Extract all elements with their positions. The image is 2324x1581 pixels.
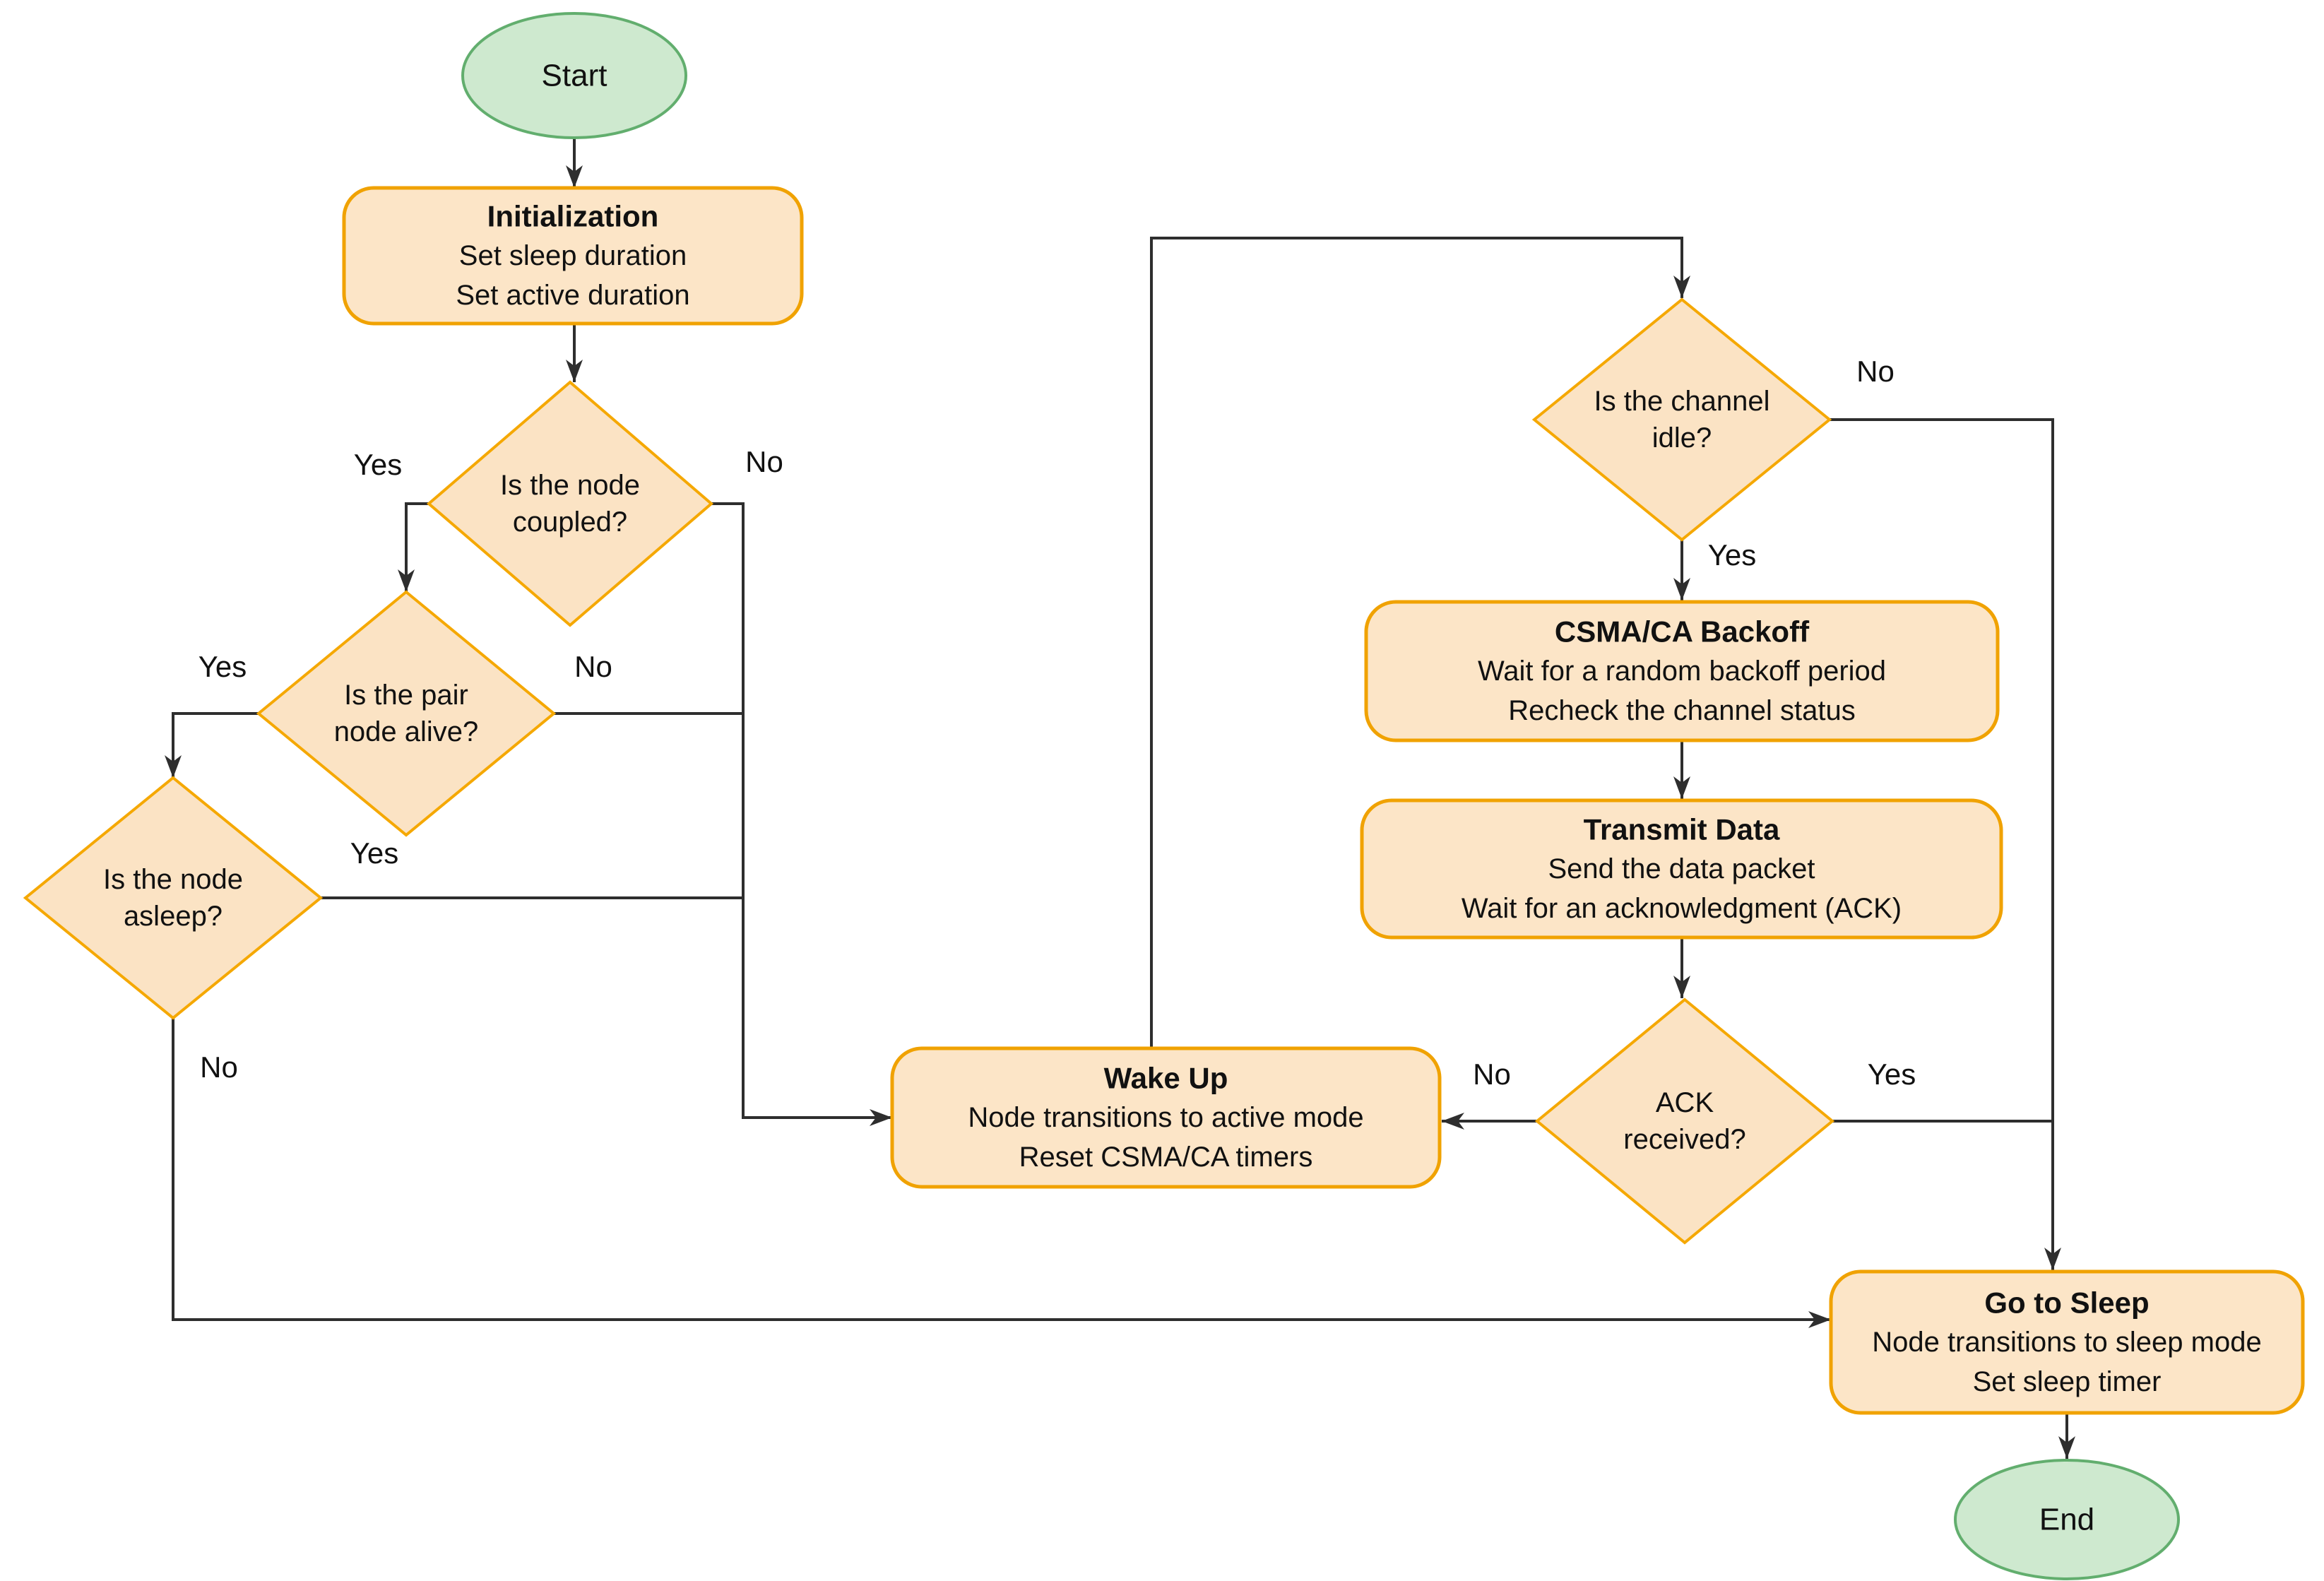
node-is-node-asleep: Is the node asleep? xyxy=(23,776,324,1020)
node-start: Start xyxy=(461,12,687,139)
go-to-sleep-label-line-0: Go to Sleep xyxy=(1984,1286,2149,1320)
initialization-label-line-2: Set active duration xyxy=(456,280,689,311)
go-to-sleep-label-line-2: Set sleep timer xyxy=(1973,1366,2162,1397)
csma-ca-backoff-label-line-0: CSMA/CA Backoff xyxy=(1555,615,1810,649)
edge-label-coupled-no-to-wakeup: No xyxy=(745,445,783,478)
transmit-data-label-line-2: Wait for an acknowledgment (ACK) xyxy=(1462,893,1902,924)
transmit-data-shape xyxy=(1360,798,2003,940)
is-pair-node-alive-label-line-0: Is the pair xyxy=(344,680,468,711)
edge-coupled-yes-to-pair xyxy=(398,502,429,592)
is-channel-idle-label-line-1: idle? xyxy=(1652,422,1712,454)
initialization-label-line-0: Initialization xyxy=(487,200,659,233)
transmit-data-label-line-1: Send the data packet xyxy=(1548,853,1815,884)
is-node-coupled-label-line-0: Is the node xyxy=(500,470,640,501)
edge-asleep-no-to-sleep xyxy=(172,1018,1831,1328)
node-ack-received: ACK received? xyxy=(1534,997,1835,1245)
is-pair-node-alive-label-line-1: node alive? xyxy=(334,716,479,747)
is-channel-idle-shape xyxy=(1531,297,1832,542)
is-node-asleep-label-line-0: Is the node xyxy=(103,864,243,895)
edge-wakeup-loop-to-channel xyxy=(1150,237,1690,1048)
start-label-line-0: Start xyxy=(542,59,607,93)
edge-label-ack-no-to-wakeup: No xyxy=(1473,1058,1511,1091)
wake-up-shape xyxy=(890,1046,1442,1189)
go-to-sleep-shape xyxy=(1829,1269,2305,1415)
csma-ca-backoff-label-line-2: Recheck the channel status xyxy=(1508,695,1855,726)
end-label-line-0: End xyxy=(2039,1503,2094,1537)
edge-label-channel-yes-to-backoff: Yes xyxy=(1708,538,1757,572)
node-is-pair-node-alive: Is the pair node alive? xyxy=(256,590,557,837)
go-to-sleep-label-line-1: Node transitions to sleep mode xyxy=(1872,1327,2261,1358)
initialization-shape xyxy=(342,186,804,326)
transmit-data-label-line-0: Transmit Data xyxy=(1584,813,1780,846)
end-shape xyxy=(1954,1459,2180,1580)
edges-layer xyxy=(165,138,2075,1459)
edge-label-ack-yes-to-junction: Yes xyxy=(1868,1058,1916,1091)
edge-pair-yes-to-asleep xyxy=(165,712,259,778)
csma-ca-backoff-label-line-1: Wait for a random backoff period xyxy=(1478,656,1886,687)
initialization-label-line-1: Set sleep duration xyxy=(459,240,687,271)
is-pair-node-alive-shape xyxy=(256,590,557,837)
start-shape xyxy=(461,12,687,139)
ack-received-shape xyxy=(1534,997,1835,1245)
edge-label-pair-no-to-junction: No xyxy=(574,650,612,683)
ack-received-label-line-1: received? xyxy=(1623,1124,1745,1155)
is-node-coupled-label-line-1: coupled? xyxy=(513,507,627,538)
edge-coupled-no-to-wakeup xyxy=(711,502,892,1126)
edge-label-pair-yes-to-asleep: Yes xyxy=(198,650,247,683)
is-node-coupled-shape xyxy=(426,380,714,627)
wake-up-label-line-0: Wake Up xyxy=(1104,1062,1228,1095)
node-is-channel-idle: Is the channel idle? xyxy=(1531,297,1832,542)
is-node-asleep-label-line-1: asleep? xyxy=(124,901,223,932)
edge-label-asleep-yes-to-junction: Yes xyxy=(350,836,399,870)
is-channel-idle-label-line-0: Is the channel xyxy=(1594,386,1769,417)
ack-received-label-line-0: ACK xyxy=(1656,1087,1714,1118)
wake-up-label-line-2: Reset CSMA/CA timers xyxy=(1019,1142,1313,1173)
is-node-asleep-shape xyxy=(23,776,324,1020)
edge-channel-no-to-sleep xyxy=(1830,418,2061,1270)
edge-label-coupled-yes-to-pair: Yes xyxy=(354,448,403,481)
csma-ca-backoff-shape xyxy=(1364,600,2000,742)
edge-label-channel-no-to-sleep: No xyxy=(1856,355,1895,388)
node-end: End xyxy=(1954,1459,2180,1580)
wake-up-label-line-1: Node transitions to active mode xyxy=(968,1102,1363,1133)
edge-label-asleep-no-to-sleep: No xyxy=(200,1050,238,1084)
node-is-node-coupled: Is the node coupled? xyxy=(426,380,714,627)
node-wake-up: Wake Up Node transitions to active modeRe… xyxy=(890,1046,1442,1189)
